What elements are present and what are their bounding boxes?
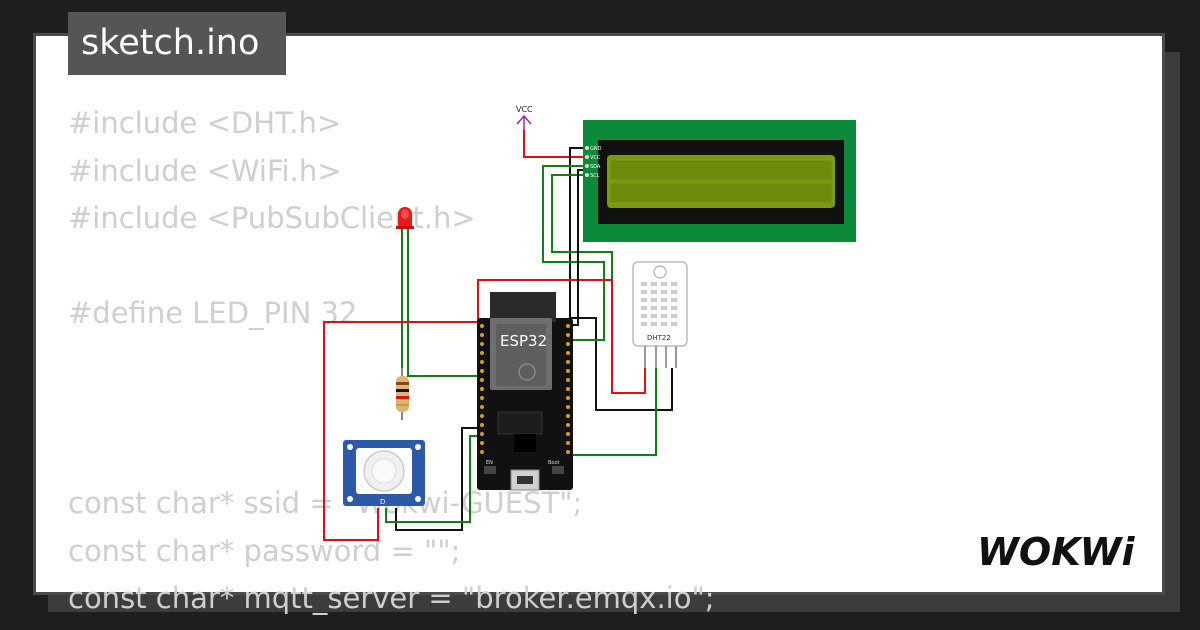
wire-green-lcd-sda xyxy=(542,165,605,341)
esp32-boot-label: Boot xyxy=(548,460,560,466)
esp32-board: ESP32 EN Boot xyxy=(477,292,573,491)
code-line: #include <DHT.h> xyxy=(68,106,342,140)
wire-black-lcd-gnd xyxy=(569,147,673,411)
wire-green-pir-out xyxy=(385,435,487,523)
lcd-pin-gnd: GND xyxy=(590,146,602,152)
esp32-pins-left xyxy=(480,324,484,454)
led-red xyxy=(396,207,414,229)
dht22-label: DHT22 xyxy=(647,334,671,342)
lcd-display: GND VCC SDA SCL xyxy=(583,120,856,242)
code-line: const char* mqtt_server = "broker.emqx.i… xyxy=(68,581,715,615)
esp32-label: ESP32 xyxy=(500,332,547,350)
wire-green-led xyxy=(407,228,487,377)
sketch-filename: sketch.ino xyxy=(68,12,286,75)
wire-red-pir-vcc xyxy=(323,321,487,541)
wire-green-dht-data xyxy=(565,368,657,456)
vcc-symbol: VCC xyxy=(516,105,533,130)
wire-red-dht-vcc xyxy=(477,279,646,394)
dht22-sensor: DHT22 xyxy=(632,261,688,368)
lcd-pin-sda: SDA xyxy=(590,164,601,170)
code-line: #define LED_PIN 32 xyxy=(68,296,358,330)
code-line: #include <WiFi.h> xyxy=(68,153,342,188)
wokwi-logo-text: WOKWi xyxy=(977,530,1136,574)
esp32-pins-right xyxy=(566,324,570,454)
wire-red-vcc-lcd xyxy=(523,130,588,158)
lcd-pin-scl: SCL xyxy=(590,173,600,179)
pir-pin-label: D xyxy=(380,498,385,506)
lcd-pin-vcc: VCC xyxy=(590,155,601,161)
resistor xyxy=(396,368,409,420)
vcc-label: VCC xyxy=(516,105,533,114)
pir-sensor: D xyxy=(343,440,425,506)
wire-green-lcd-scl xyxy=(551,174,613,330)
wokwi-logo: WOKWi xyxy=(977,530,1136,574)
wires xyxy=(323,130,673,541)
code-line: #include <PubSubClient.h> xyxy=(68,201,476,235)
esp32-en-label: EN xyxy=(486,460,493,466)
